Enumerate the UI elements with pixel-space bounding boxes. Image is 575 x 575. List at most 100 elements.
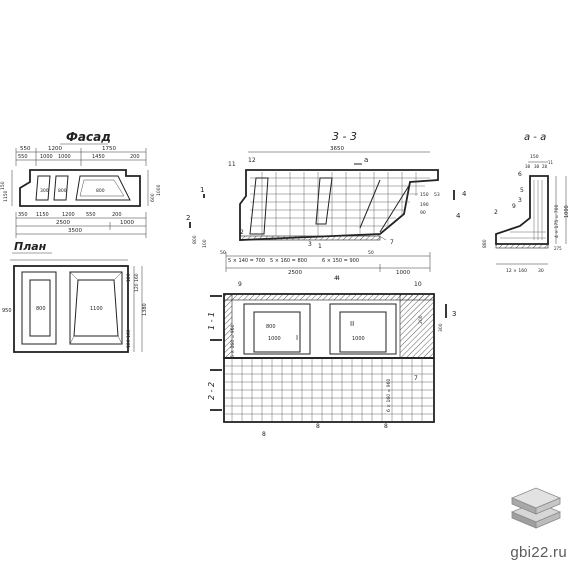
drawing-label: 28	[542, 164, 548, 169]
drawing-label: 6 × 150 = 900	[322, 258, 359, 264]
plan-title: План	[14, 240, 47, 253]
drawing-label: 1	[318, 243, 322, 250]
drawing-label: 7	[414, 375, 418, 382]
drawing-label: 1000	[352, 336, 365, 342]
drawing-label: 6 × 160 = 960	[386, 379, 392, 412]
drawing-label: 2500	[56, 220, 70, 226]
drawing-label: 30	[538, 268, 544, 274]
drawing-label: 1000	[564, 205, 570, 218]
drawing-label: 7	[390, 239, 394, 246]
drawing-label: 53	[434, 192, 440, 198]
drawing-label: 5 × 140 = 700	[228, 258, 265, 264]
drawing-label: 350	[18, 212, 28, 218]
section-2-2-title: 2 - 2	[207, 382, 216, 400]
drawing-label: 9	[238, 281, 242, 288]
drawing-label: 50	[368, 250, 374, 256]
drawing-label: 1450	[92, 154, 105, 160]
drawing-label: 8	[316, 423, 320, 430]
drawing-label: 1100	[90, 306, 103, 312]
drawing-label: 150	[0, 181, 6, 190]
drawing-label: 1150	[36, 212, 49, 218]
watermark-text: gbi22.ru	[510, 544, 567, 561]
drawing-label: 800	[266, 324, 276, 330]
section-a-a-title: a - a	[524, 132, 546, 143]
drawing-label: 100	[202, 239, 208, 248]
section-3-3-view: 3 - 3 3650 1 2 4 4 a 11 12 800 100 150 5…	[186, 130, 467, 282]
drawing-label: 12	[248, 157, 256, 164]
section-3-3-title: 3 - 3	[332, 130, 357, 143]
drawing-label: 200	[130, 154, 140, 160]
drawing-label: 1750	[102, 146, 116, 152]
drawing-label: 4	[336, 275, 340, 282]
drawing-label: 1150	[3, 190, 9, 202]
drawing-label: 200	[418, 315, 424, 324]
drawing-label: 600	[150, 193, 156, 202]
drawing-label: 275	[554, 246, 562, 251]
drawing-label: 800	[58, 188, 67, 194]
drawing-label: 4	[462, 190, 467, 198]
drawing-label: 5 × 160 = 800	[270, 258, 307, 264]
drawing-label: 3500	[68, 228, 82, 234]
drawing-label: 2	[240, 229, 244, 236]
drawing-label: 550	[20, 146, 31, 152]
drawing-label: 1380	[142, 303, 148, 316]
section-a-a-view: a - a 150 38 38 28 11 6 5 3 9 2 880 275 …	[482, 132, 570, 274]
facade-view: Фасад 550 1200 1750 550 1000 1000 1450 2…	[0, 130, 162, 238]
drawing-label: 4 × 175 = 700	[554, 205, 560, 238]
drawing-label: 3	[308, 241, 312, 248]
drawing-label: 1000	[156, 184, 162, 196]
drawing-label: 12 × 160	[506, 268, 527, 274]
drawing-label: 38	[525, 164, 531, 169]
drawing-label: 150	[530, 154, 539, 160]
drawing-label: 9	[512, 203, 516, 210]
plan-view: План 800 1100 950 120 120 160 1380 120 1…	[2, 240, 148, 353]
watermark: gbi22.ru	[500, 470, 575, 575]
drawing-label: 50	[220, 250, 226, 256]
stacked-slabs-icon	[510, 487, 562, 529]
drawing-label: 1000	[40, 154, 53, 160]
section-2-2-view: 2 - 2 8 8 8 6 × 160 = 960 7	[207, 357, 435, 438]
drawing-label: 8	[384, 423, 388, 430]
drawing-label: I	[296, 334, 298, 342]
drawing-label: 950	[2, 308, 12, 314]
drawing-label: a	[364, 156, 368, 164]
drawing-label: 800	[96, 188, 105, 194]
drawing-label: 90	[420, 210, 426, 216]
drawing-label: 2500	[288, 270, 302, 276]
drawing-label: 2	[186, 214, 190, 222]
drawing-label: 3650	[330, 146, 344, 152]
drawing-label: 880	[482, 239, 488, 248]
rebar-grid	[250, 172, 430, 236]
drawing-label: 10	[414, 281, 422, 288]
section-1-1-view: 1 - 1 9 4 10 800 1000 1000 I II 6 × 160 …	[207, 275, 456, 359]
drawing-label: 1000	[58, 154, 71, 160]
drawing-label: 38	[534, 164, 540, 169]
drawing-label: 11	[548, 160, 554, 165]
drawing-label: 6 × 160 = 960	[230, 325, 236, 358]
drawing-label: 2	[494, 209, 498, 216]
drawing-label: 120 160	[126, 329, 132, 348]
drawing-label: 550	[86, 212, 96, 218]
drawing-label: 4	[334, 275, 338, 282]
drawing-label: 1200	[48, 146, 62, 152]
drawing-label: 3	[452, 310, 456, 318]
drawing-label: 550	[18, 154, 28, 160]
drawing-label: 150	[420, 192, 429, 198]
drawing-label: 120	[126, 273, 132, 282]
drawing-label: 3	[518, 197, 522, 204]
drawing-label: 1000	[268, 336, 281, 342]
drawing-label: 300	[438, 323, 444, 332]
drawing-label: 800	[192, 235, 198, 244]
section-1-1-title: 1 - 1	[207, 312, 216, 330]
drawing-label: 800	[36, 306, 46, 312]
drawing-label: 1	[200, 186, 204, 194]
drawing-label: 200	[112, 212, 122, 218]
drawing-label: 8	[262, 431, 266, 438]
drawing-label: 11	[228, 161, 236, 168]
drawing-label: 1200	[62, 212, 75, 218]
drawing-label: 6	[518, 171, 522, 178]
drawing-label: II	[350, 320, 354, 328]
drawing-label: 120 160	[134, 273, 140, 292]
drawing-label: 300	[40, 188, 49, 194]
